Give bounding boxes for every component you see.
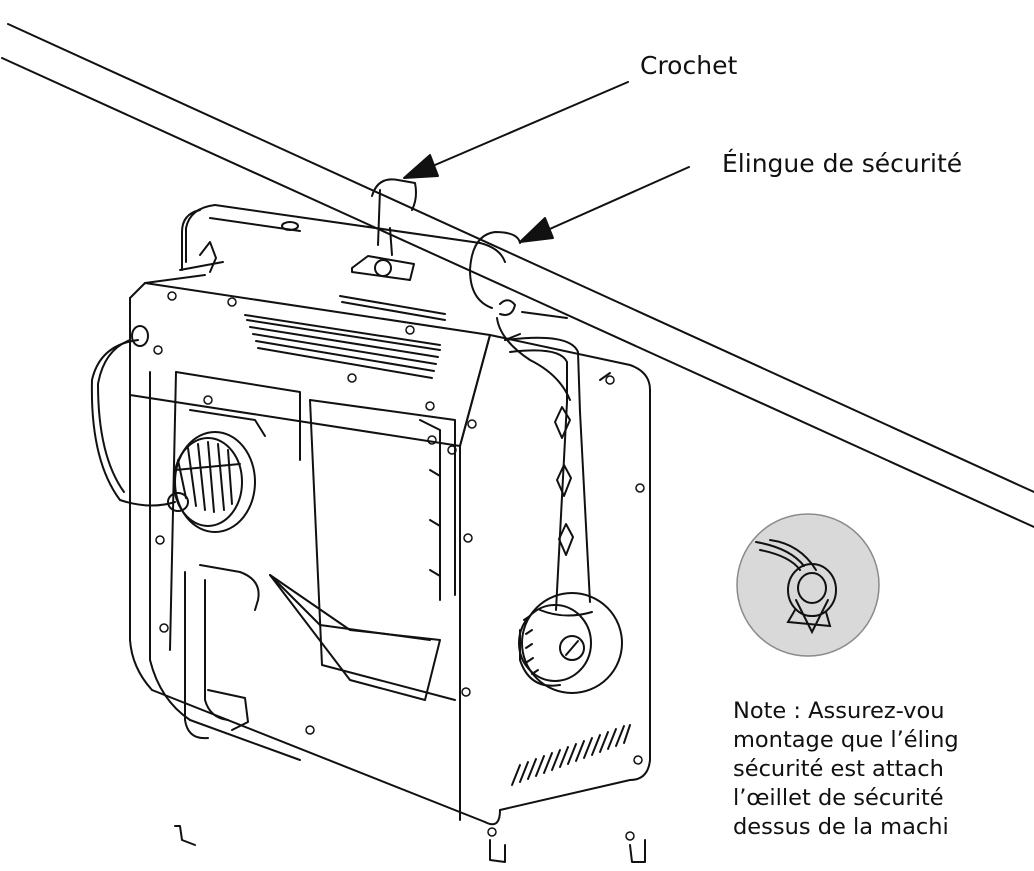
tank-cap — [173, 409, 266, 533]
top-vent — [244, 295, 446, 379]
safety-sling-label: Élingue de sécurité — [722, 149, 963, 178]
note-line: sécurité est attach — [733, 756, 944, 782]
hook-label: Crochet — [640, 51, 738, 80]
bracket-knob — [518, 592, 623, 694]
screws — [153, 291, 645, 841]
safety-eyelet-detail-inset — [736, 513, 880, 657]
front-panel — [149, 371, 456, 761]
fog-machine-body — [129, 274, 651, 863]
callout-hook-arrow — [403, 81, 629, 179]
callout-sling-arrow — [519, 166, 690, 243]
safety-sling — [469, 231, 571, 401]
side-vent — [511, 724, 631, 786]
note-line: montage que l’éling — [733, 727, 959, 753]
truss-bar — [1, 23, 1034, 528]
bracket-diamond-cutouts — [554, 406, 574, 556]
mounting-note: Note : Assurez-vou montage que l’éling s… — [733, 697, 1034, 842]
note-line: dessus de la machi — [733, 814, 949, 840]
note-line: l’œillet de sécurité — [733, 785, 944, 811]
hook-clamp — [351, 178, 417, 281]
power-cable — [90, 325, 189, 512]
handle — [184, 564, 260, 740]
note-line: Note : Assurez-vou — [733, 698, 945, 724]
output-nozzle — [269, 574, 441, 701]
